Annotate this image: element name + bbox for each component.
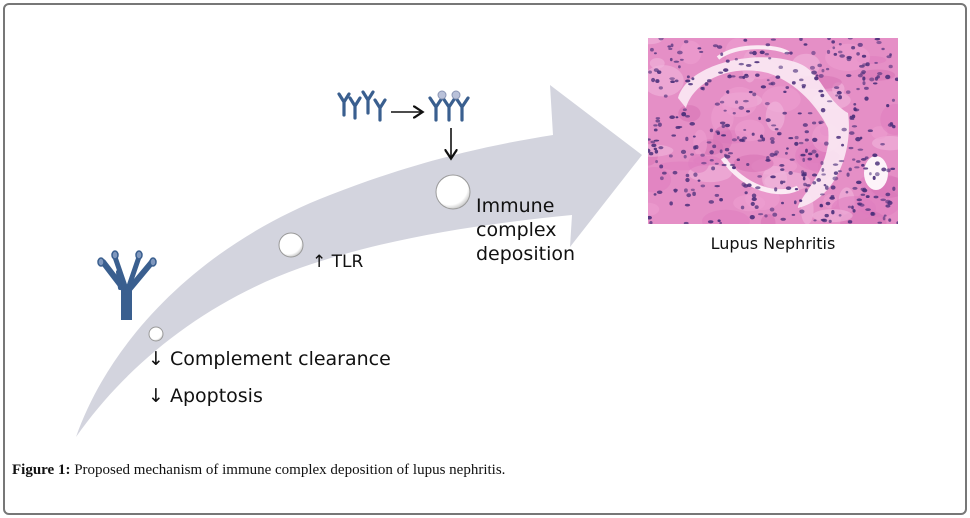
step-node-deposition xyxy=(435,174,471,210)
immune-complex-icon xyxy=(428,90,470,122)
caption-label: Figure 1: xyxy=(12,462,71,478)
histology-label: Lupus Nephritis xyxy=(710,234,836,253)
step-tlr: ↑ TLR xyxy=(312,252,364,272)
step-complement-clearance: ↓ Complement clearance xyxy=(148,348,391,370)
step-node-tlr xyxy=(278,232,304,258)
step-apoptosis: ↓ Apoptosis xyxy=(148,385,263,407)
antibody-icon xyxy=(97,250,157,320)
caption-text: Proposed mechanism of immune complex dep… xyxy=(74,462,506,478)
down-arrow-icon: ↓ xyxy=(148,348,164,370)
progression-arrow xyxy=(76,85,642,437)
down-arrow-icon: ↓ xyxy=(148,385,164,407)
figure-caption: Figure 1: Proposed mechanism of immune c… xyxy=(12,462,505,479)
free-antibodies-icon xyxy=(337,90,387,122)
up-arrow-icon: ↑ xyxy=(312,252,327,272)
histology-image xyxy=(648,38,898,224)
step-immune-complex-deposition: Immune complex deposition xyxy=(476,195,576,265)
kidney-biopsy-micrograph xyxy=(648,38,898,224)
figure-frame xyxy=(3,3,967,515)
step-node-clearance xyxy=(148,326,164,342)
